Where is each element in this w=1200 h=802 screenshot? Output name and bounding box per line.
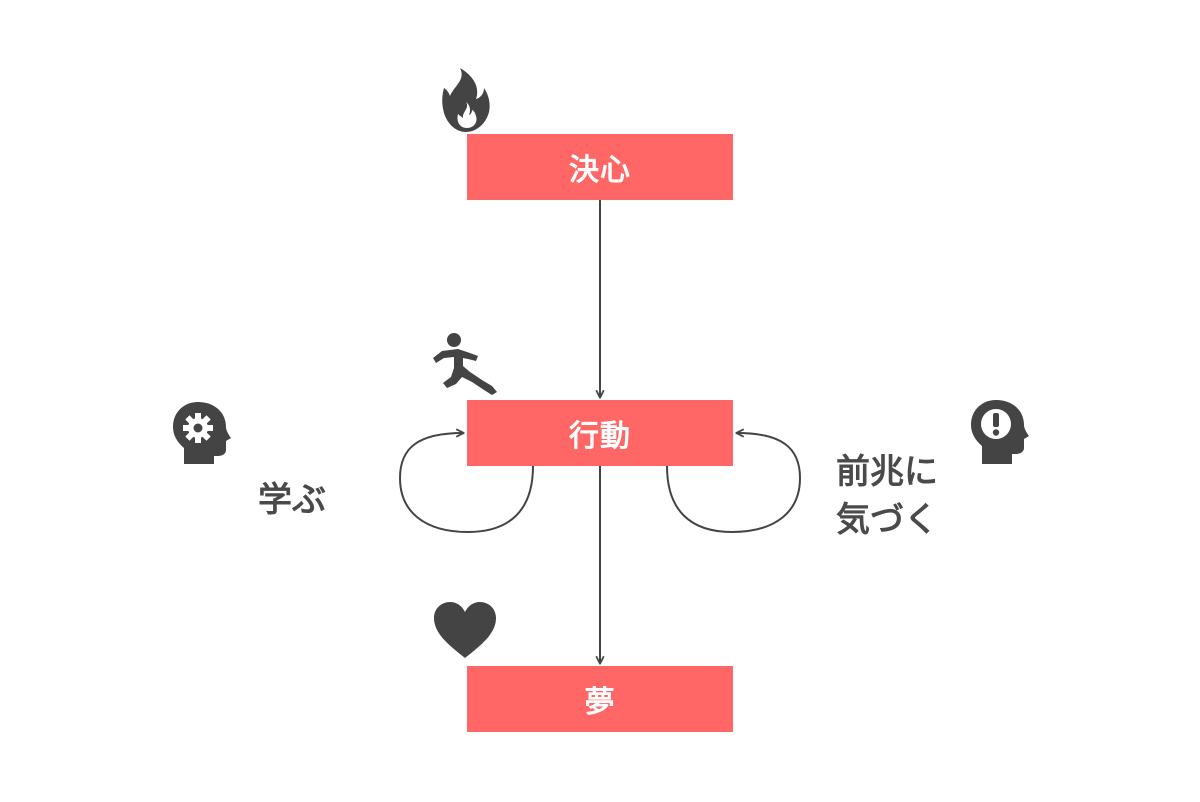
- head-exclamation-icon: [968, 398, 1030, 466]
- loop-right-arrow: [666, 433, 802, 534]
- heart-icon: [432, 600, 498, 660]
- node-action: 行動: [467, 400, 733, 466]
- node-dream: 夢: [467, 666, 733, 732]
- loop-left-arrow: [398, 433, 534, 534]
- loop-label-notice: 前兆に 気づく: [836, 448, 938, 544]
- node-decision-label: 決心: [569, 153, 631, 188]
- running-person-icon: [430, 332, 502, 396]
- learn-label-text: 学ぶ: [258, 480, 326, 520]
- node-action-label: 行動: [569, 419, 631, 454]
- notice-label-line1: 前兆に: [836, 452, 938, 492]
- node-dream-label: 夢: [584, 685, 616, 720]
- loop-label-learn: 学ぶ: [258, 476, 326, 524]
- head-gear-icon: [170, 400, 232, 466]
- fire-icon: [440, 66, 492, 134]
- node-decision: 決心: [467, 134, 733, 200]
- notice-label-line2: 気づく: [836, 500, 938, 540]
